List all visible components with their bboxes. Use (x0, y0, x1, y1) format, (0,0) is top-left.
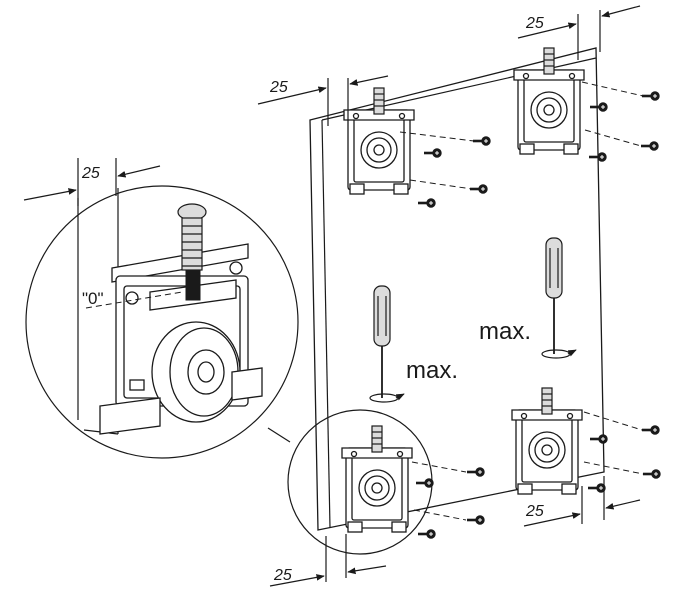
zoom-leader-line (267, 427, 291, 443)
zero-mark-label: "0" (82, 289, 104, 308)
dimension-label: 25 (525, 15, 544, 32)
detail-view: "0" 25 (23, 158, 299, 459)
screw-icon (465, 514, 486, 526)
max-label-lower: max. (406, 357, 458, 384)
screw-icon (586, 482, 607, 494)
screwdriver-icon (369, 285, 405, 403)
dimension-label: 25 (525, 503, 544, 520)
dimension-label: 25 (81, 165, 100, 182)
screw-icon (639, 140, 660, 152)
detail-circle (25, 185, 299, 459)
zoom-indicator-circle (287, 409, 433, 555)
dimension-bottom-left: 25 (269, 534, 387, 587)
dimension-top-right: 25 (517, 5, 641, 60)
dimension-bottom-right: 25 (523, 476, 641, 527)
screwdriver-icon (541, 237, 577, 359)
screw-icon (640, 90, 661, 102)
dimension-label: 25 (273, 567, 292, 584)
max-label-upper: max. (479, 318, 531, 345)
screw-icon (641, 468, 662, 480)
dimension-top-left: 25 (257, 75, 389, 126)
dimension-label: 25 (269, 79, 288, 96)
screw-icon (640, 424, 661, 436)
screw-icon (416, 528, 437, 540)
